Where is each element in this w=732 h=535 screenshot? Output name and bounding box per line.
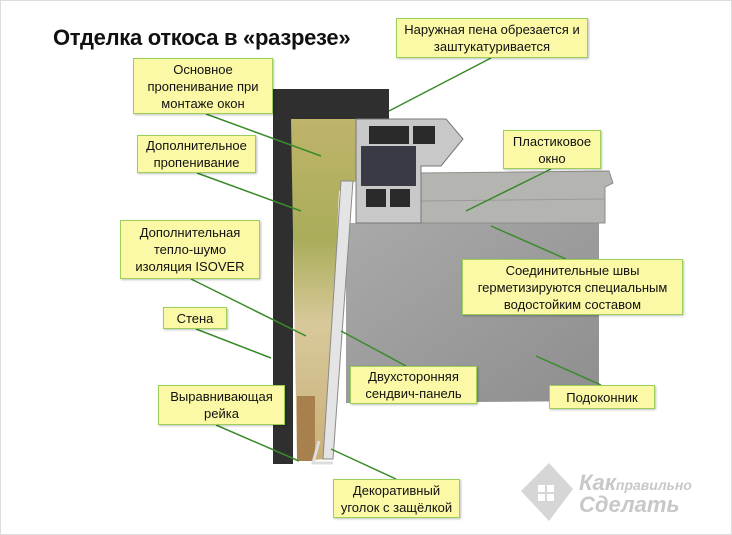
label-line: Двухсторонняя (368, 369, 459, 384)
window-profile (355, 118, 464, 224)
label-line: Стена (176, 310, 214, 326)
watermark-text: правильно (615, 477, 692, 493)
wall (273, 89, 389, 464)
label-line: рейка (204, 406, 239, 421)
label-wall: Стена (163, 307, 227, 329)
label-line: пропенивание (153, 155, 240, 170)
label-line: Основное (173, 61, 233, 77)
foam-insulation (291, 119, 356, 461)
watermark-logo: Какправильно Сделать (579, 470, 692, 517)
label-rail: Выравнивающая рейка (158, 385, 285, 425)
label-line: Соединительные швы (505, 262, 640, 278)
label-line: тепло-шумо (153, 242, 227, 257)
label-sandwich: Двухсторонняя сендвич-панель (350, 366, 477, 404)
label-extra-foam: Дополнительное пропенивание (137, 135, 256, 173)
label-line: Подоконник (566, 389, 638, 405)
label-isolation: Дополнительная тепло-шумо изоляция ISOVER (120, 220, 260, 279)
label-line: пропенивание при (147, 78, 259, 94)
label-line: Декоративный (352, 482, 441, 498)
page-title: Отделка откоса в «разрезе» (53, 25, 351, 50)
label-line: Дополнительная (139, 225, 241, 240)
sill-rail (420, 170, 614, 224)
watermark-text: Сделать (579, 492, 680, 517)
label-line: сендвич-панель (365, 386, 462, 401)
label-line: Выравнивающая (170, 389, 273, 404)
label-line: Дополнительное (146, 138, 247, 153)
decorative-corner (311, 440, 333, 465)
label-line: Наружная пена обрезается и (404, 22, 580, 37)
leader-lines (190, 57, 602, 480)
house-logo-icon (521, 463, 573, 521)
leveling-rail (297, 396, 315, 461)
watermark-text: Как (579, 470, 616, 495)
label-line: окно (538, 150, 566, 166)
label-line: монтаже окон (161, 95, 245, 111)
label-line: Пластиковое (512, 133, 592, 149)
label-sill: Подоконник (549, 385, 655, 409)
sandwich-panel (322, 180, 354, 460)
label-line: герметизируются специальным (477, 279, 668, 295)
label-line: водостойким составом (503, 296, 642, 312)
label-outer-foam: Наружная пена обрезается и заштукатуривае… (396, 18, 588, 58)
label-line: уголок с защёлкой (340, 499, 453, 515)
label-line: изоляция ISOVER (135, 259, 245, 274)
label-line: заштукатуривается (433, 39, 551, 54)
